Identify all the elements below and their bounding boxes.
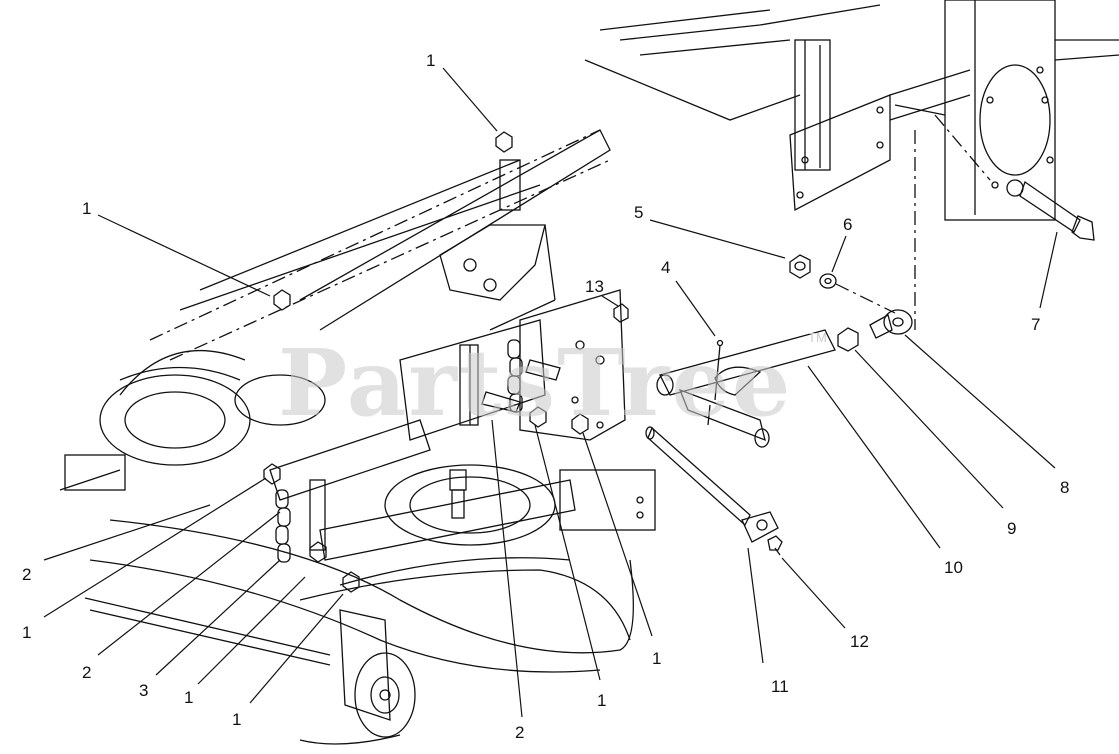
callout-c10: 10	[944, 558, 963, 577]
callout-c2a: 2	[22, 565, 31, 584]
callout-c9: 9	[1007, 519, 1016, 538]
callout-c2c: 2	[515, 723, 524, 742]
callout-c12: 12	[850, 632, 869, 651]
callout-c8: 8	[1060, 478, 1069, 497]
pivot-tube	[656, 329, 836, 448]
rod-end	[869, 309, 913, 339]
tractor-frame-rear	[584, 0, 1119, 330]
clevis-pin	[481, 359, 561, 413]
deck-wheel	[299, 609, 416, 745]
bolt	[1006, 179, 1095, 241]
lift-chain	[275, 339, 523, 563]
callout-c13: 13	[585, 277, 604, 296]
assembly-axis-line	[835, 283, 896, 314]
lift-frame-rails	[149, 129, 611, 361]
hex-nut	[263, 131, 629, 593]
lock-nut	[789, 254, 811, 279]
callout-c1g: 1	[652, 649, 661, 668]
pivot-pin	[645, 426, 779, 543]
watermark-text: PartsTree	[278, 329, 792, 437]
callout-c5: 5	[634, 203, 643, 222]
cap-screw	[767, 535, 783, 556]
jam-nut	[837, 327, 859, 352]
callout-c7: 7	[1031, 315, 1040, 334]
callout-c1b: 1	[82, 199, 91, 218]
callout-c1f: 1	[597, 691, 606, 710]
callout-labels: 1 1 2 1 2 3 1 1 2 1 1 13 4 5 6 7 8	[22, 51, 1069, 742]
watermark-trademark: TM	[808, 330, 827, 345]
callout-c1c: 1	[22, 623, 31, 642]
callout-c2b: 2	[82, 663, 91, 682]
callout-c11: 11	[771, 677, 789, 696]
callout-c4: 4	[661, 258, 670, 277]
callout-c6: 6	[843, 215, 852, 234]
callout-c1e: 1	[232, 710, 241, 729]
callout-c1a: 1	[426, 51, 435, 70]
callout-c1d: 1	[184, 688, 193, 707]
washer	[819, 273, 837, 289]
watermark: PartsTree TM	[278, 329, 827, 437]
callout-c3: 3	[139, 681, 148, 700]
